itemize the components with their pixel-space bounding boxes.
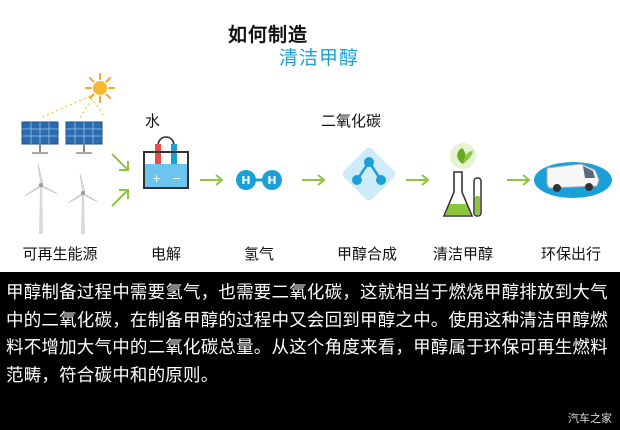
renewable-energy-illustration <box>21 73 115 234</box>
step-label: 氢气 <box>243 245 275 263</box>
flask-icon <box>442 171 482 217</box>
step-label: 电解 <box>150 245 182 263</box>
synthesis-icon <box>342 147 396 201</box>
electrolysis-icon: + − <box>143 136 189 189</box>
step-label: 甲醇合成 <box>336 245 398 263</box>
water-label: 水 <box>145 112 161 130</box>
diagram-title: 如何制造 <box>228 24 309 46</box>
leaf-icon <box>450 143 476 169</box>
co2-label: 二氧化碳 <box>321 112 382 130</box>
arrow-icon <box>507 174 531 186</box>
clean-methanol-illustration <box>442 143 482 217</box>
svg-text:+: + <box>152 172 161 185</box>
hydrogen-atom-label: H <box>241 174 250 187</box>
step-label: 环保出行 <box>540 245 602 263</box>
sun-icon <box>39 73 115 119</box>
hydrogen-atom-label: H <box>267 174 276 187</box>
svg-text:−: − <box>172 172 181 185</box>
watermark: 汽车之家 <box>568 412 612 425</box>
description-text: 甲醇制备过程中需要氢气，也需要二氧化碳，这就相当于燃烧甲醇排放到大气中的二氧化碳… <box>6 283 608 386</box>
hydrogen-molecule-icon: H H <box>236 170 282 190</box>
wind-turbine-icon <box>24 163 99 234</box>
step-label: 清洁甲醇 <box>432 245 494 263</box>
arrow-icon <box>111 153 129 171</box>
description-box: 甲醇制备过程中需要氢气，也需要二氧化碳，这就相当于燃烧甲醇排放到大气中的二氧化碳… <box>0 272 620 430</box>
step-label: 可再生能源 <box>22 245 98 263</box>
diagram-subtitle: 清洁甲醇 <box>279 47 360 69</box>
arrow-icon <box>200 174 224 186</box>
arrow-icon <box>111 189 129 207</box>
arrow-icon <box>302 174 326 186</box>
solar-panel-icon <box>21 121 103 154</box>
arrow-icon <box>406 174 430 186</box>
van-icon <box>534 162 612 198</box>
